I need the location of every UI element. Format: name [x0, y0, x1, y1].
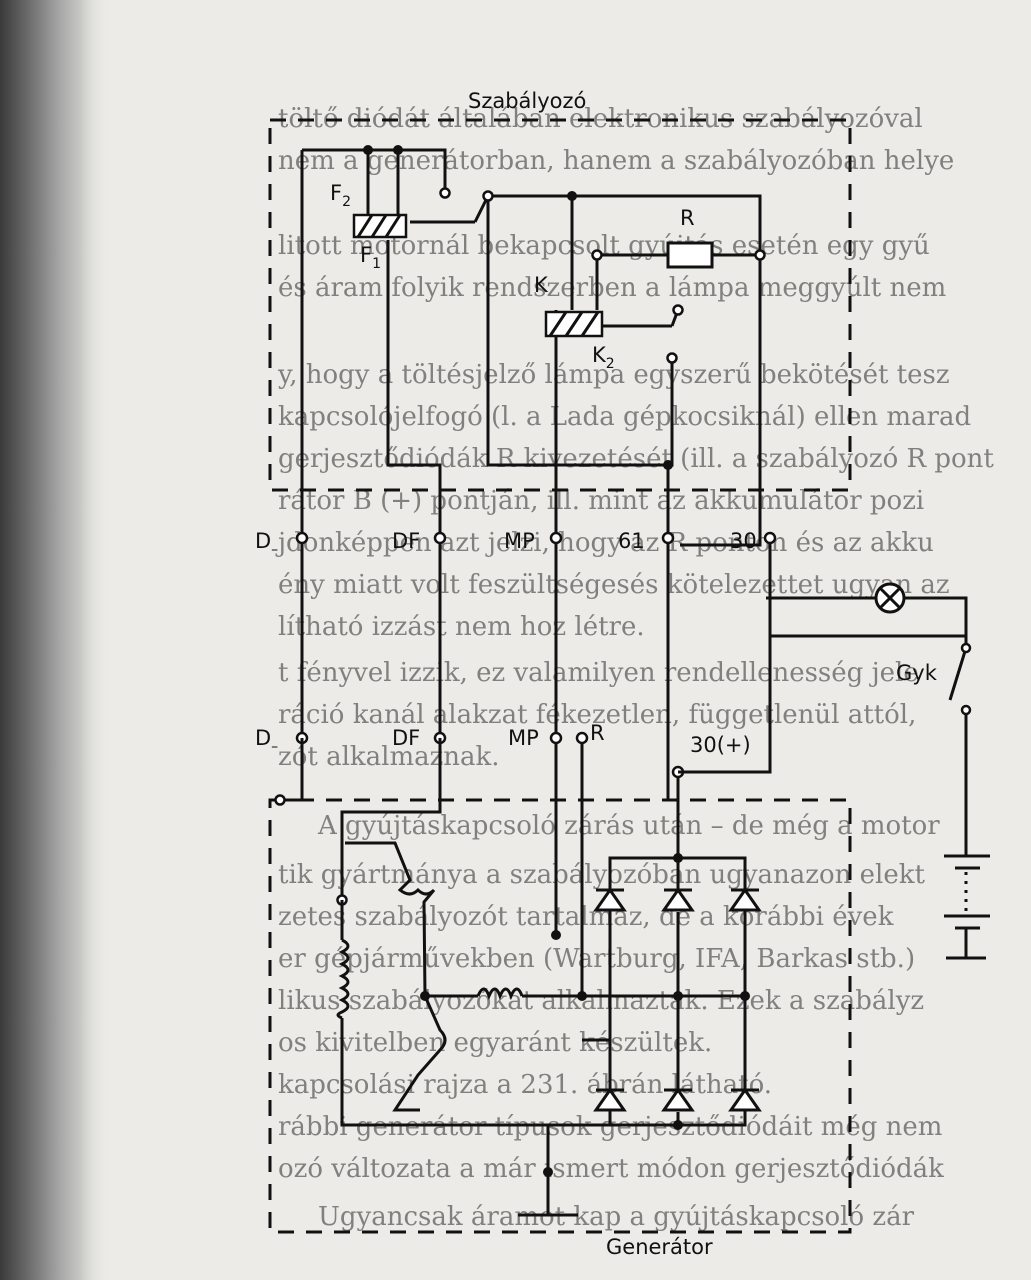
resistor-r: [666, 241, 714, 269]
bg-line: zetes szabályozót tartalmaz, de a korább…: [278, 902, 894, 932]
terminal-reg-df: [433, 531, 447, 545]
background-text: töltő diódát általában elektronikus szab…: [275, 104, 994, 1232]
regulator-enclosure: [268, 118, 852, 492]
label-reg-30: 30: [730, 529, 757, 553]
stator-windings: [345, 841, 524, 1112]
bg-line: ráció kanál alakzat fékezetlen, függetle…: [278, 700, 916, 730]
bg-line: lítható izzást nem hoz létre.: [278, 612, 645, 642]
terminal-gen-r: [575, 731, 589, 745]
bg-line: rátor B (+) pontján, ill. mint az akkumu…: [278, 486, 924, 516]
label-gen-r: R: [590, 721, 605, 745]
regulator-junctions: [363, 145, 766, 470]
generator-enclosure: [268, 798, 852, 1234]
bg-line: os kivitelben egyaránt készültek.: [278, 1028, 712, 1058]
bg-line: ozó változata a már ismert módon gerjesz…: [278, 1154, 944, 1184]
bg-line: t fényvel izzik, ez valamilyen rendellen…: [278, 658, 919, 688]
field-winding: [336, 938, 350, 1020]
terminal-gen-mp: [549, 731, 563, 745]
terminal-reg-61: [661, 531, 675, 545]
label-r-resistor: R: [680, 206, 695, 230]
label-f2: F2: [330, 181, 351, 210]
bg-line: kapcsolási rajza a 231. ábrán látható.: [278, 1070, 772, 1100]
ignition-switch: [948, 636, 972, 845]
label-reg-61: 61: [618, 529, 645, 553]
bg-line: jdonképpen azt jelzi, hogy az R ponton é…: [275, 528, 934, 558]
f-relay-coil: [352, 213, 408, 239]
charge-lamp: [770, 582, 968, 636]
generator-terminal-row: [295, 731, 685, 779]
label-gen-30plus: 30(+): [690, 733, 751, 757]
regulator-title: Szabályozó: [468, 89, 586, 113]
label-reg-df: DF: [392, 529, 420, 553]
bg-line: likus szabályozókat alkalmaztak. Ezek a …: [278, 986, 924, 1016]
label-gyk: Gyk: [896, 661, 938, 685]
generator-junctions: [543, 853, 750, 1177]
label-gen-df: DF: [392, 726, 420, 750]
bg-line: tik gyártmánya a szabályozóban ugyanazon…: [278, 860, 925, 890]
label-gen-mp: MP: [508, 726, 539, 750]
bg-line: kapcsolójelfogó (l. a Lada gépkocsiknál)…: [278, 402, 971, 432]
bg-line: zót alkalmaznak.: [278, 742, 500, 772]
label-f1: F1: [360, 243, 381, 272]
bg-line: er gépjárművekben (Wartburg, IFA, Barkas…: [278, 944, 915, 974]
bg-line: és áram folyik rendszerben a lámpa meggy…: [278, 273, 946, 303]
label-gen-d-minus: D–: [255, 726, 278, 755]
regulator-terminal-row: [295, 531, 777, 545]
k-relay-coil: [544, 310, 604, 338]
bg-line: töltő diódát általában elektronikus szab…: [278, 104, 923, 134]
battery: [944, 845, 990, 960]
bg-line: ény miatt volt feszültségesés kötelezett…: [278, 570, 950, 600]
bg-line: Ugyancsak áramot kap a gyújtáskapcsoló z…: [318, 1202, 915, 1232]
label-reg-mp: MP: [504, 529, 535, 553]
label-k2: K2: [592, 343, 615, 372]
terminal-reg-mp: [549, 531, 563, 545]
terminal-reg-30: [763, 531, 777, 545]
generator-title: Generátor: [606, 1235, 713, 1259]
label-k: K: [534, 273, 549, 297]
label-reg-d-minus: D–: [255, 529, 278, 558]
bg-line: gerjesztődiódák R kivezetését (ill. a sz…: [278, 444, 994, 474]
bg-line: A gyújtáskapcsoló zárás után – de még a …: [317, 811, 940, 841]
terminal-reg-d-minus: [295, 531, 309, 545]
